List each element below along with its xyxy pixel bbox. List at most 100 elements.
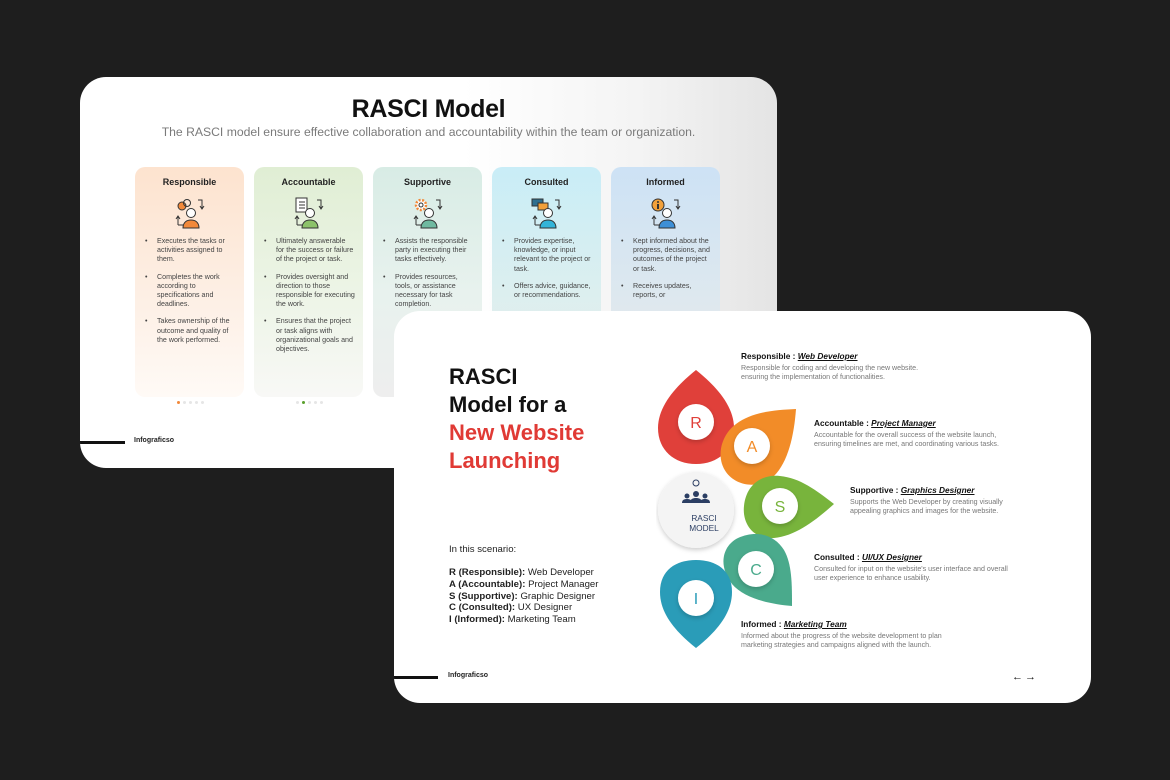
bullet-item: Takes ownership of the outcome and quali… <box>145 317 236 345</box>
scenario-label: S (Supportive): <box>449 590 518 602</box>
entry-responsible: Responsible : Web Developer Responsible … <box>741 351 1031 382</box>
scenario-row: S (Supportive): Graphic Designer <box>449 591 598 603</box>
bullet-item: Assists the responsible party in executi… <box>383 237 474 265</box>
card-accountable: Accountable Ultimately answerable for th… <box>254 167 363 397</box>
bullet-item: Kept informed about the progress, decisi… <box>621 237 712 274</box>
title-line-highlight: Launching <box>449 448 561 473</box>
scenario-label: R (Responsible): <box>449 567 526 578</box>
bullet-item: Ultimately answerable for the success or… <box>264 237 355 265</box>
entry-description: Informed about the progress of the websi… <box>741 632 942 650</box>
scenario-value: Project Manager <box>528 578 599 590</box>
entry-person: Web Developer <box>797 351 858 361</box>
entry-role: Supportive : <box>850 485 899 495</box>
bullet-item: Offers advice, guidance, or recommendati… <box>502 282 593 300</box>
slide-rasci-website-launch: RASCI Model for a New Website Launching … <box>394 311 1091 703</box>
person-checklist-icon <box>294 197 323 229</box>
person-chat-icon <box>531 198 561 229</box>
scenario-row: C (Consulted): UX Designer <box>449 602 598 614</box>
pager-dot[interactable] <box>195 401 198 404</box>
slide-subtitle: The RASCI model ensure effective collabo… <box>161 125 696 139</box>
pager-dot[interactable] <box>201 401 204 404</box>
svg-text:I: I <box>694 591 698 608</box>
scenario-label: C (Consulted): <box>449 602 516 614</box>
bullet-list: Ultimately answerable for the success or… <box>254 237 363 354</box>
entry-supportive: Supportive : Graphics Designer Supports … <box>850 485 1091 516</box>
bullet-list: Kept informed about the progress, decisi… <box>611 237 720 300</box>
bullet-item: Receives updates, reports, or <box>621 282 712 300</box>
center-label-line: MODEL <box>689 523 719 533</box>
petal-s: S <box>743 475 834 539</box>
scenario-row: A (Accountable): Project Manager <box>449 579 598 591</box>
pager-dot[interactable] <box>189 401 192 404</box>
card-title: Accountable <box>281 177 336 187</box>
title-line: Model for a <box>449 392 567 417</box>
slide-title: RASCI Model for a New Website Launching <box>449 363 584 475</box>
svg-text:C: C <box>750 562 762 579</box>
pager-dot-active[interactable] <box>302 401 305 404</box>
arrow-right-icon[interactable]: → <box>1025 671 1036 683</box>
card-title: Responsible <box>162 177 217 187</box>
person-gear-icon <box>175 199 204 229</box>
card-responsible: Responsible Executes the tasks or activi… <box>135 167 244 397</box>
entry-informed: Informed : Marketing Team Informed about… <box>741 619 1031 650</box>
footer-brand: Infograficso <box>134 437 175 444</box>
entry-heading: Supportive : Graphics Designer <box>850 485 1091 495</box>
petal-c: C <box>723 534 792 606</box>
entry-person: UI/UX Designer <box>861 552 922 562</box>
petal-r: R <box>658 370 734 464</box>
entry-description: Responsible for coding and developing th… <box>741 364 919 382</box>
pager-dot[interactable] <box>314 401 317 404</box>
arrow-left-icon[interactable]: ← <box>1012 671 1023 683</box>
entry-heading: Informed : Marketing Team <box>741 619 1031 629</box>
bullet-item: Provides resources, tools, or assistance… <box>383 273 474 310</box>
petal-a: A <box>720 409 796 485</box>
center-label: RASCI MODEL <box>664 513 744 533</box>
rasci-petal-diagram: R A S C I <box>658 370 834 648</box>
svg-text:R: R <box>690 415 702 432</box>
pager-dot[interactable] <box>320 401 323 404</box>
bullet-list: Assists the responsible party in executi… <box>373 237 482 309</box>
pager-dots-accountable[interactable] <box>296 401 323 404</box>
scenario-intro: In this scenario: <box>449 544 517 555</box>
slide-title: RASCI Model <box>351 95 506 123</box>
person-info-icon <box>651 198 680 229</box>
bullet-item: Provides oversight and direction to thos… <box>264 273 355 310</box>
entry-description: Supports the Web Developer by creating v… <box>850 498 1003 516</box>
pager-dots-responsible[interactable] <box>177 401 204 404</box>
petal-i: I <box>660 560 732 648</box>
bullet-item: Provides expertise, knowledge, or input … <box>502 237 593 274</box>
bullet-item: Completes the work according to specific… <box>145 273 236 310</box>
footer-divider <box>394 676 438 679</box>
card-title: Supportive <box>403 177 451 187</box>
team-icon <box>682 479 710 503</box>
entry-role: Consulted : <box>814 552 860 562</box>
title-line-highlight: New Website <box>449 420 585 445</box>
svg-text:S: S <box>775 499 786 516</box>
scenario-value: UX Designer <box>517 602 573 614</box>
entry-heading: Accountable : Project Manager <box>814 418 1091 428</box>
entry-role: Responsible : <box>741 351 796 361</box>
card-title: Informed <box>646 177 685 187</box>
entry-accountable: Accountable : Project Manager Accountabl… <box>814 418 1091 449</box>
entry-heading: Responsible : Web Developer <box>741 351 1031 361</box>
bullet-list: Provides expertise, knowledge, or input … <box>492 237 601 300</box>
entry-description: Accountable for the overall success of t… <box>814 431 999 449</box>
entry-person: Graphics Designer <box>900 485 975 495</box>
scenario-value: Web Developer <box>527 567 594 578</box>
title-line: RASCI <box>449 364 518 389</box>
entry-description: Consulted for input on the website's use… <box>814 565 1008 583</box>
scenario-row: I (Informed): Marketing Team <box>449 614 598 626</box>
footer-brand: Infograficso <box>448 672 489 679</box>
pager-dot-active[interactable] <box>177 401 180 404</box>
entry-heading: Consulted : UI/UX Designer <box>814 552 1091 562</box>
pager-dot[interactable] <box>308 401 311 404</box>
pager-dot[interactable] <box>183 401 186 404</box>
entry-consulted: Consulted : UI/UX Designer Consulted for… <box>814 552 1091 583</box>
entry-role: Informed : <box>741 619 782 629</box>
entry-role: Accountable : <box>814 418 869 428</box>
scenario-value: Graphic Designer <box>520 590 596 602</box>
scenario-value: Marketing Team <box>507 614 576 626</box>
entry-person: Marketing Team <box>783 619 847 629</box>
person-cog-icon <box>413 198 442 229</box>
pager-dot[interactable] <box>296 401 299 404</box>
